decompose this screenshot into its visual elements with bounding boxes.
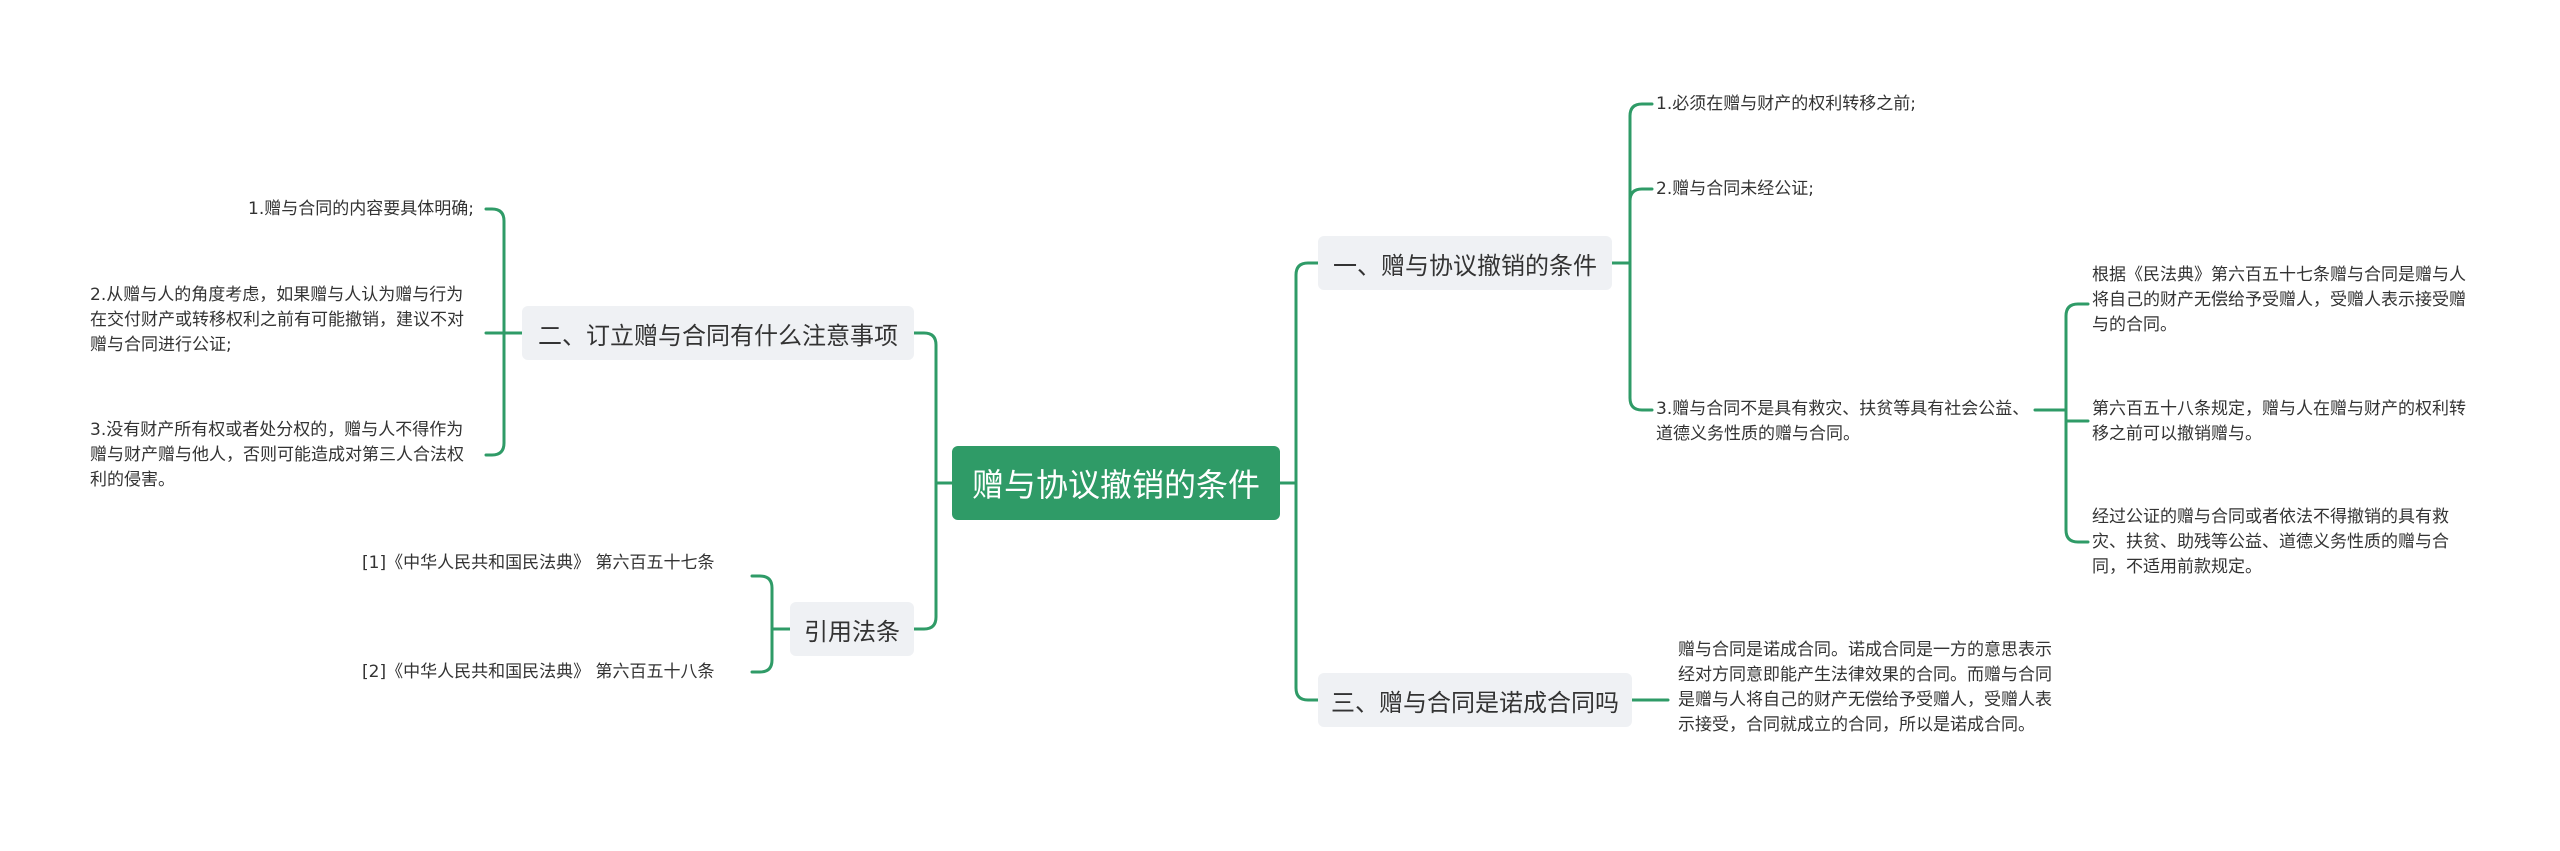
branch-consensual-contract[interactable]: 三、赠与合同是诺成合同吗 [1318,673,1632,727]
note-article-658: 第六百五十八条规定，赠与人在赠与财产的权利转移之前可以撤销赠与。 [2092,399,2466,444]
citation-article-657[interactable]: [1]《中华人民共和国民法典》 第六百五十七条 [362,553,715,573]
branch-revocation-conditions[interactable]: 一、赠与协议撤销的条件 [1318,236,1612,290]
root-topic[interactable]: 赠与协议撤销的条件 [952,446,1280,520]
connector-root-branch-cite [912,481,938,631]
note-article-657: 根据《民法典》第六百五十七条赠与合同是赠与人将自己的财产无偿给予受赠人，受赠人表… [2092,265,2466,335]
connector-root-branch-1 [1294,261,1320,485]
condition-before-transfer: 1.必须在赠与财产的权利转移之前; [1656,94,1916,114]
connector-c3-s3 [2064,408,2090,544]
consensual-contract-explanation: 赠与合同是诺成合同。诺成合同是一方的意思表示经对方同意即能产生法律效果的合同。而… [1678,640,2052,735]
precaution-ownership: 3.没有财产所有权或者处分权的，赠与人不得作为赠与财产赠与他人，否则可能造成对第… [90,420,464,490]
connector-b1-c3 [1628,261,1654,412]
branch-precautions[interactable]: 二、订立赠与合同有什么注意事项 [522,306,914,360]
connector-cite-c1 [750,574,774,631]
citation-article-658[interactable]: [2]《中华人民共和国民法典》 第六百五十八条 [362,662,715,682]
precaution-no-notarization: 2.从赠与人的角度考虑，如果赠与人认为赠与行为在交付财产或转移权利之前有可能撤销… [90,285,464,355]
branch-cited-laws[interactable]: 引用法条 [790,602,914,656]
note-notarized-exception: 经过公证的赠与合同或者依法不得撤销的具有救灾、扶贫、助残等公益、道德义务性质的赠… [2092,507,2449,577]
connector-c3-s2 [2064,408,2090,423]
condition-not-public-welfare: 3.赠与合同不是具有救灾、扶贫等具有社会公益、道德义务性质的赠与合同。 [1656,399,2030,444]
connector-b2-c3 [484,331,506,457]
connector-b2-c1 [484,207,506,335]
condition-not-notarized: 2.赠与合同未经公证; [1656,179,1814,199]
connector-cite-c2 [750,627,774,674]
connector-c3-s1 [2064,302,2090,412]
precaution-specific-content: 1.赠与合同的内容要具体明确; [248,199,474,219]
connector-b1-c1 [1628,102,1654,265]
connector-b1-c2 [1628,187,1654,265]
connector-root-branch-3 [1294,481,1320,702]
connector-root-branch-2 [912,331,938,485]
